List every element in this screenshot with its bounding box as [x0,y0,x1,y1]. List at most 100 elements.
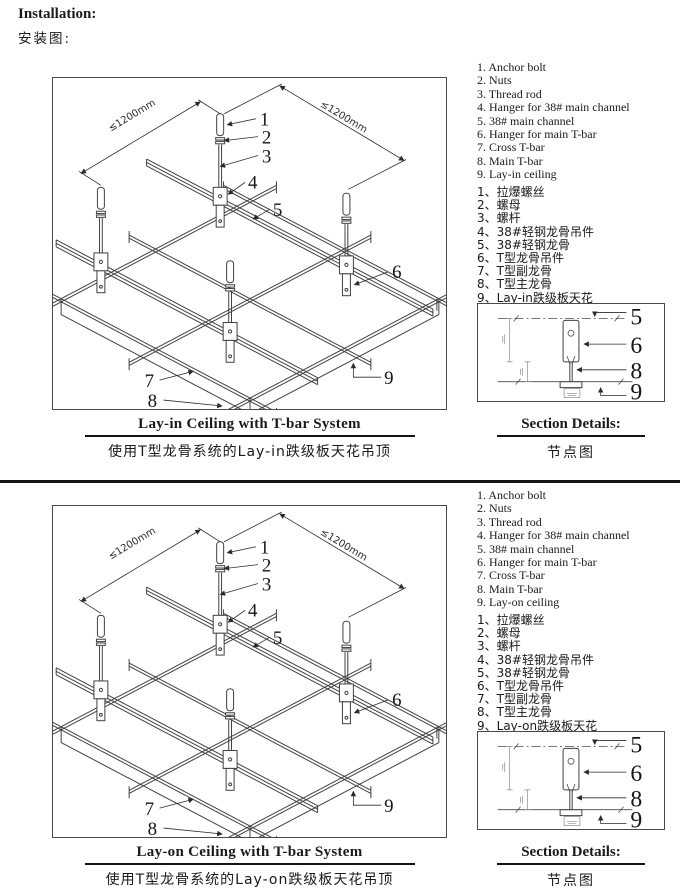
legend-item: 1. Anchor bolt [477,488,546,502]
callout-9: 9 [384,368,393,389]
rod-right [338,192,354,297]
tiny-dimensions [502,318,531,383]
callout-9: 9 [384,796,393,817]
callout-6: 6 [392,690,401,711]
legend-item: 6. Hanger for main T-bar [477,127,597,142]
callout-leaders [159,546,389,837]
installation-drawing-frame: ≤1200mm ≤1200mm [52,505,447,838]
legend-item: 4、38#轻钢龙骨吊件 [477,652,594,667]
legend-item: 3. Thread rod [477,86,542,101]
callout-numbers: 1 2 3 4 5 6 7 8 9 [145,538,402,837]
panel-lay-on: ≤1200mm ≤1200mm [0,428,680,889]
callout-1: 1 [260,538,269,559]
section-callout-5: 5 [630,304,642,330]
section-detail-frame: 5 6 8 9 [477,731,665,830]
hanger-rods [93,113,354,363]
section-title-en: Section Details: [521,416,621,432]
dim-label-right: ≤1200mm [318,527,369,564]
ceiling-panel-edge [60,298,440,409]
legend-item: 2. Nuts [477,501,512,516]
rod-left [93,186,109,294]
section-leaders [576,739,627,824]
callout-4: 4 [248,600,258,621]
panel-title-en: Lay-on Ceiling with T-bar System [136,844,363,860]
tiny-dimensions [502,746,531,811]
legend-english: 1. Anchor bolt 2. Nuts 3. Thread rod 4. … [477,488,677,610]
callout-7: 7 [145,371,154,392]
callout-3: 3 [262,146,271,167]
legend-item: 8、T型主龙骨 [477,705,552,720]
legend-item: 4. Hanger for 38# main channel [477,528,630,543]
callout-3: 3 [262,574,271,595]
callout-5: 5 [273,628,282,649]
section-callout-5: 5 [630,732,642,758]
main-channels [55,586,434,814]
callout-6: 6 [392,262,401,283]
legend-english: 1. Anchor bolt 2. Nuts 3. Thread rod 4. … [477,60,677,182]
panel-title-zh: 使用T型龙骨系统的Lay-on跌级板天花吊顶 [105,872,394,888]
callout-7: 7 [145,799,154,820]
legend-item: 8. Main T-bar [477,581,543,596]
panel-title-block: Lay-on Ceiling with T-bar System 使用T型龙骨系… [52,844,447,889]
legend-item: 3. Thread rod [477,514,542,529]
section-callout-8: 8 [630,787,642,813]
legend-item: 7、T型副龙骨 [477,264,552,279]
panel-title-zh: 使用T型龙骨系统的Lay-in跌级板天花吊顶 [108,444,391,460]
legend-item: 5、38#轻钢龙骨 [477,665,570,680]
legend-item: 6. Hanger for main T-bar [477,555,597,570]
legend-item: 7. Cross T-bar [477,140,545,155]
legend-item: 6、T型龙骨吊件 [477,251,564,266]
isometric-drawing: ≤1200mm ≤1200mm [53,83,446,409]
section-callout-8: 8 [630,359,642,385]
callout-5: 5 [273,200,282,221]
rod-center [212,541,228,656]
legend-item: 4、38#轻钢龙骨吊件 [477,224,594,239]
hanger-rods [93,541,354,791]
section-title-en: Section Details: [521,844,621,860]
legend-item: 2、螺母 [477,626,521,641]
section-title-block: Section Details: 节点图 [477,844,665,890]
panel-title-block: Lay-in Ceiling with T-bar System 使用T型龙骨系… [52,416,447,461]
callout-8: 8 [148,391,157,409]
section-title-block: Section Details: 节点图 [477,416,665,462]
panel-divider [0,480,680,483]
callout-2: 2 [262,128,271,149]
callout-leaders [159,118,389,409]
legend-item: 1. Anchor bolt [477,60,546,74]
section-title-underline [497,863,645,865]
dim-label-right: ≤1200mm [318,99,369,136]
rod-bottom [222,260,238,363]
legend-item: 2、螺母 [477,198,521,213]
installation-drawing-frame: ≤1200mm ≤1200mm [52,77,447,410]
rod-center [212,113,228,228]
ceiling-panel-edge [60,726,440,837]
legend-item: 9. Lay-in ceiling [477,167,557,182]
legend-item: 4. Hanger for 38# main channel [477,100,630,115]
section-title-underline [497,435,645,437]
isometric-drawing: ≤1200mm ≤1200mm [53,511,446,837]
dim-label-left: ≤1200mm [107,98,158,135]
legend-item: 5. 38# main channel [477,113,575,128]
legend-chinese: 1、拉爆螺丝 2、螺母 3、螺杆 4、38#轻钢龙骨吊件 5、38#轻钢龙骨 6… [477,185,677,305]
legend-chinese: 1、拉爆螺丝 2、螺母 3、螺杆 4、38#轻钢龙骨吊件 5、38#轻钢龙骨 6… [477,613,677,733]
main-channels [55,158,434,386]
legend-item: 8、T型主龙骨 [477,277,552,292]
panel-lay-in: ≤1200mm ≤1200mm [0,0,680,461]
callout-8: 8 [148,819,157,837]
section-callout-6: 6 [630,761,642,787]
legend-item: 7、T型副龙骨 [477,692,552,707]
legend-item: 5. 38# main channel [477,541,575,556]
rod-bottom [222,688,238,791]
title-underline [84,435,415,437]
legend-item: 3、螺杆 [477,639,521,654]
callout-4: 4 [248,172,258,193]
legend-item: 3、螺杆 [477,211,521,226]
callout-numbers: 1 2 3 4 5 6 7 8 9 [145,110,402,409]
section-detail-drawing: 5 6 8 9 [497,304,642,401]
legend-item: 5、38#轻钢龙骨 [477,237,570,252]
dim-label-left: ≤1200mm [107,526,158,563]
section-callout-9: 9 [630,807,642,829]
page-title-en: Installation: [18,6,97,22]
panel-title-en: Lay-in Ceiling with T-bar System [138,416,361,432]
